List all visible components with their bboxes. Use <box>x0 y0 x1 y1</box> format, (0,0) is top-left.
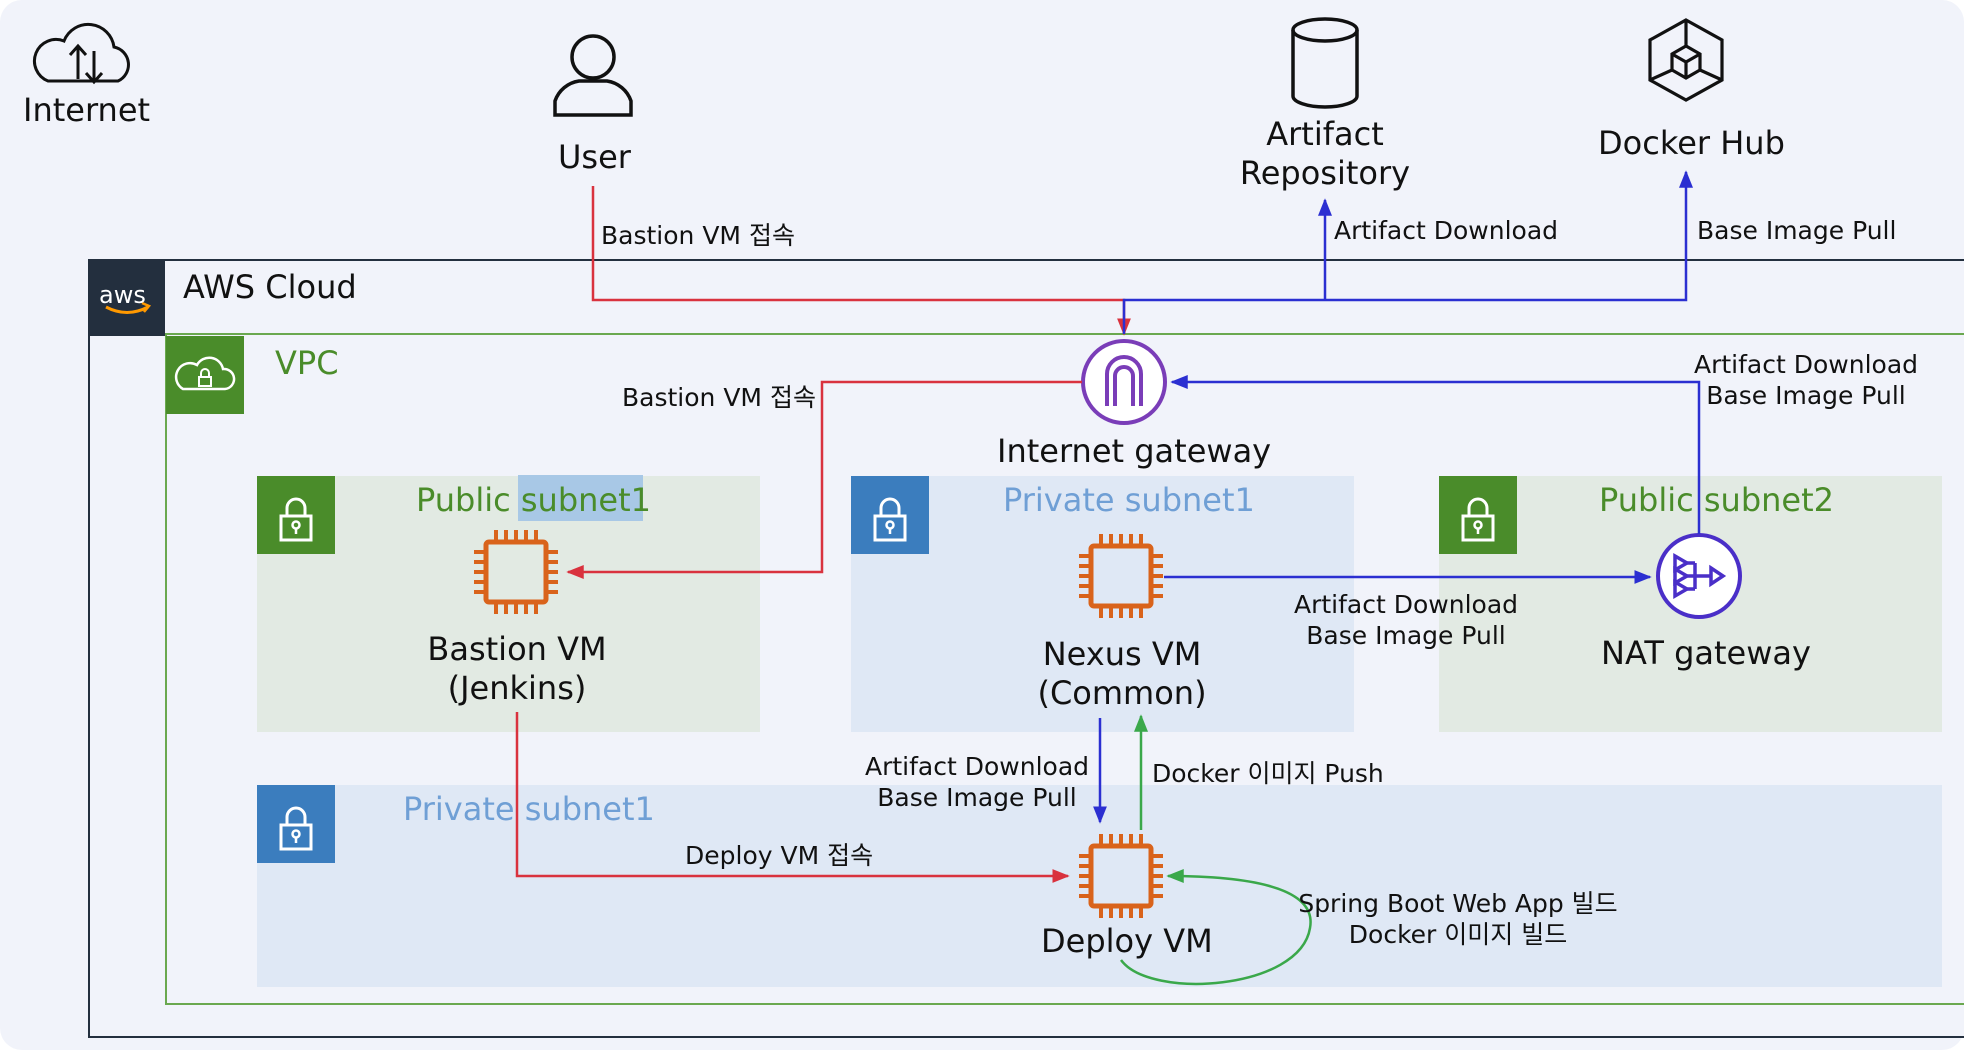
cylinder-database-icon <box>1291 17 1359 109</box>
vpc-icon-box <box>166 336 244 414</box>
private-subnet1-top-label: Private subnet1 <box>1003 481 1255 519</box>
edge-label-nexus-deploy: Artifact Download Base Image Pull <box>864 752 1090 812</box>
public-subnet1-label: Public subnet1 <box>416 481 652 519</box>
edge-label-igw-bastion: Bastion VM 접속 <box>622 383 816 412</box>
edge-label-base-image-pull: Base Image Pull <box>1697 216 1897 245</box>
edge-igw-to-dockerhub <box>1122 170 1693 334</box>
cube-icon <box>1648 18 1724 102</box>
nexus-vm-label: Nexus VM (Common) <box>1037 635 1207 713</box>
internet-gateway-icon <box>1081 339 1167 425</box>
cloud-lock-icon <box>174 356 236 391</box>
edge-label-artifact-download: Artifact Download <box>1334 216 1559 245</box>
public-subnet2-label: Public subnet2 <box>1599 481 1835 519</box>
docker-hub-label: Docker Hub <box>1598 124 1785 162</box>
vpc-label: VPC <box>275 344 339 382</box>
edge-nat-to-igw <box>1170 375 1701 534</box>
deploy-vm-label: Deploy VM <box>1041 922 1213 960</box>
artifact-repository-label: Artifact Repository <box>1239 115 1411 193</box>
edge-bastion-to-deploy <box>515 712 1070 883</box>
edge-label-nexus-nat: Artifact Download Base Image Pull <box>1293 590 1519 650</box>
edge-label-docker-push: Docker 이미지 Push <box>1152 759 1384 788</box>
aws-cloud-label: AWS Cloud <box>183 268 357 306</box>
edge-deploy-self-build <box>1119 869 1312 986</box>
private-subnet1-bottom-label: Private subnet1 <box>403 790 655 828</box>
user-label: User <box>558 138 631 176</box>
aws-logo-box <box>89 260 165 336</box>
aws-logo-text: aws <box>99 281 146 309</box>
nat-gateway-label: NAT gateway <box>1601 634 1811 672</box>
edge-label-nat-igw: Artifact Download Base Image Pull <box>1693 350 1919 410</box>
edge-label-user-bastion: Bastion VM 접속 <box>601 221 795 250</box>
edge-label-bastion-deploy: Deploy VM 접속 <box>685 841 874 870</box>
edge-label-deploy-self: Spring Boot Web App 빌드 Docker 이미지 빌드 <box>1298 889 1618 949</box>
edge-igw-to-bastion <box>566 380 1082 579</box>
aws-smile-icon <box>105 305 149 314</box>
nat-gateway-icon <box>1656 533 1742 619</box>
subnet1-text-highlight <box>518 475 643 521</box>
internet-label: Internet <box>23 91 151 129</box>
bastion-vm-label: Bastion VM (Jenkins) <box>427 630 607 708</box>
cloud-upload-download-icon <box>32 22 130 85</box>
user-icon <box>553 34 633 117</box>
internet-gateway-label: Internet gateway <box>997 432 1272 470</box>
